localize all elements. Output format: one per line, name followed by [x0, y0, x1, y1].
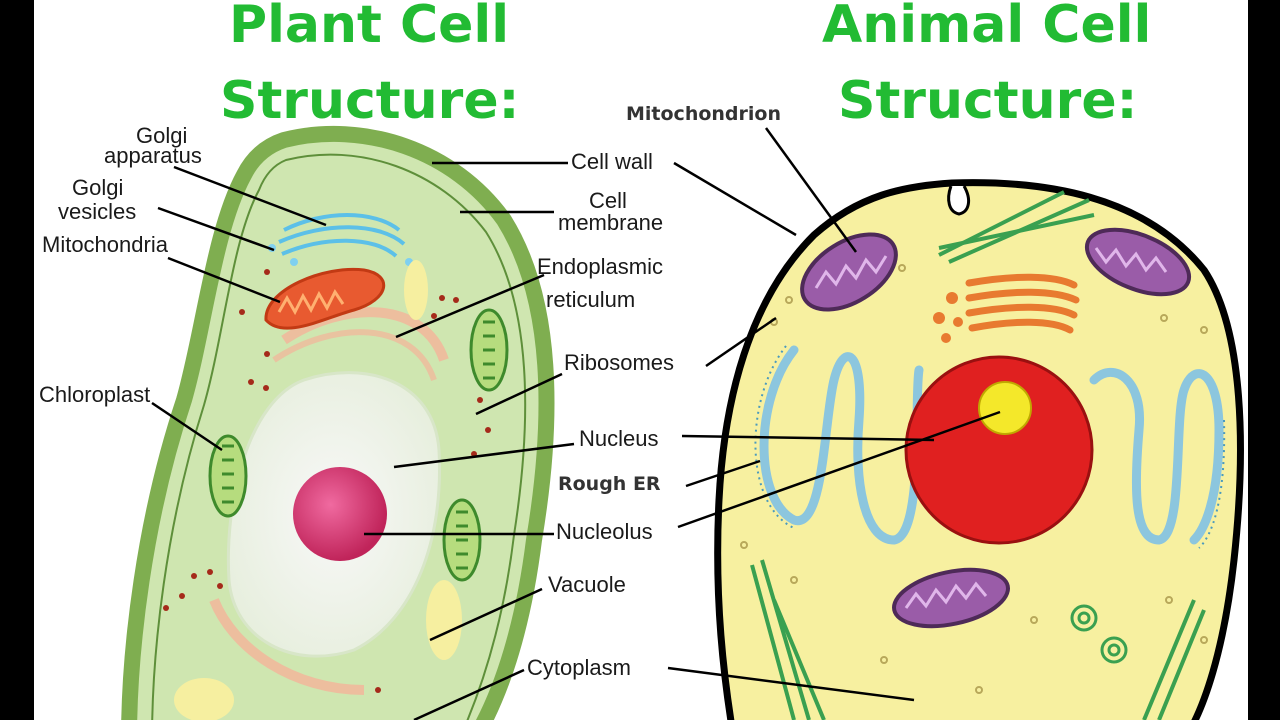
animal-title-line2: Structure: [838, 71, 1137, 131]
label-ribosomes: Ribosomes [564, 350, 674, 375]
label-mitochondria: Mitochondria [42, 232, 169, 257]
animal-pinocytotic-vesicle [949, 186, 969, 214]
plant-chloroplast [444, 500, 480, 580]
plant-chloroplast [210, 436, 246, 516]
leader-cell-wall-animal [674, 163, 796, 235]
plant-title-line2: Structure: [220, 71, 519, 131]
label-nucleus: Nucleus [579, 426, 658, 451]
animal-cell [718, 183, 1241, 720]
animal-nucleolus [979, 382, 1031, 434]
label-mitochondrion: Mitochondrion [626, 103, 781, 125]
plant-nucleus [293, 467, 387, 561]
label-cell-wall: Cell wall [571, 149, 653, 174]
golgi-vesicle [290, 258, 298, 266]
plant-cell [129, 134, 546, 720]
label-golgi-vesicles-1: Golgi [72, 175, 123, 200]
plant-vesicle [426, 580, 462, 660]
label-chloroplast: Chloroplast [39, 382, 150, 407]
label-er-2: reticulum [546, 287, 635, 312]
label-golgi-vesicles-2: vesicles [58, 199, 136, 224]
label-vacuole: Vacuole [548, 572, 626, 597]
label-golgi-apparatus-2: apparatus [104, 143, 202, 168]
label-nucleolus: Nucleolus [556, 519, 653, 544]
animal-title-line1: Animal Cell [822, 0, 1151, 55]
plant-vesicle [174, 678, 234, 720]
label-cell-membrane-2: membrane [558, 210, 663, 235]
label-cytoplasm: Cytoplasm [527, 655, 631, 680]
plant-labels: Golgi apparatus Golgi vesicles Mitochond… [39, 123, 202, 407]
plant-title-line1: Plant Cell [229, 0, 509, 55]
label-er-1: Endoplasmic [537, 254, 663, 279]
label-rough-er: Rough ER [558, 473, 661, 495]
plant-vesicle [404, 260, 428, 320]
cell-diagram-svg: Plant Cell Structure: Animal Cell Struct… [34, 0, 1248, 720]
plant-chloroplast [471, 310, 507, 390]
right-letterbox [1248, 0, 1280, 720]
diagram-canvas: Plant Cell Structure: Animal Cell Struct… [34, 0, 1248, 720]
left-letterbox [0, 0, 34, 720]
